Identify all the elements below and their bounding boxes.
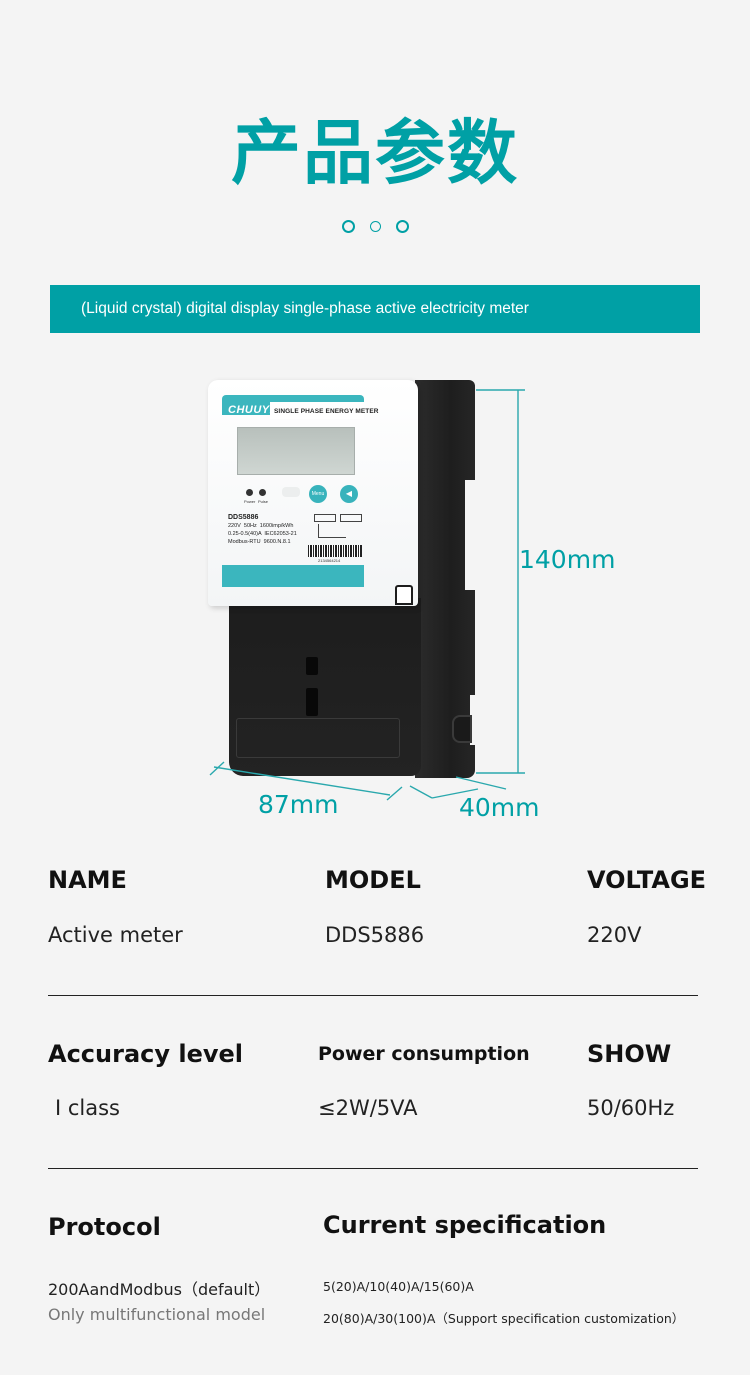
spec-value-name: Active meter (48, 923, 183, 947)
din-rail-clip (452, 715, 472, 743)
spec-value-show: 50/60Hz (587, 1096, 675, 1120)
barcode-number: 2134564214 (318, 558, 341, 563)
led-label: Pulse (258, 499, 269, 504)
spec-label-current: Current specification (323, 1211, 607, 1239)
spec-label-show: SHOW (587, 1040, 672, 1068)
led-label: Power (244, 499, 256, 504)
decorative-dots (0, 220, 750, 233)
spec-value-voltage: 220V (587, 923, 642, 947)
circle-icon (395, 220, 409, 233)
seal-slot (306, 657, 318, 675)
spec-label-accuracy: Accuracy level (48, 1040, 244, 1068)
spec-label-name: NAME (48, 866, 127, 894)
meter-footer-band (222, 565, 364, 587)
barcode (308, 545, 362, 557)
protocol-line-2: Only multifunctional model (48, 1305, 266, 1324)
current-line-1: 5(20)A/10(40)A/15(60)A (323, 1279, 474, 1294)
page-title: 产品参数 (231, 112, 519, 194)
spec-value-power: ≤2W/5VA (318, 1096, 418, 1120)
current-line-2: 20(80)A/30(100)A（Support specification c… (323, 1311, 685, 1326)
ir-window (282, 487, 300, 497)
terminal-label-area (236, 718, 400, 758)
wiring-diagram-icon (314, 514, 336, 522)
dimension-lines (209, 389, 525, 801)
depth-dimension: 40mm (459, 793, 540, 822)
spec-label-voltage: VOLTAGE (587, 866, 707, 894)
lcd-display (237, 427, 355, 475)
nameplate-model: DDS5886 (228, 514, 259, 521)
meter-terminal-cover (229, 598, 421, 776)
spec-label-power: Power consumption (318, 1043, 530, 1065)
spec-value-model: DDS5886 (325, 923, 425, 947)
spec-label-protocol: Protocol (48, 1213, 161, 1241)
circuit-diagram-icon (318, 524, 346, 538)
meter-title: SINGLE PHASE ENERGY METER (274, 408, 379, 415)
divider (48, 1168, 698, 1169)
power-led-icon (246, 489, 253, 496)
menu-button: Menu (309, 485, 327, 503)
side-clip-notch (470, 695, 478, 745)
product-banner: (Liquid crystal) digital display single-… (50, 285, 700, 333)
nameplate-text: DDS5886 220V 50Hz 1600imp/kWh 0.25-0.5(4… (228, 514, 297, 545)
seal-slot (306, 688, 318, 716)
brand-logo: CHUUYI (228, 404, 274, 416)
circle-small-icon (369, 221, 381, 232)
terminal-diagram-icon (340, 514, 362, 522)
spec-value-accuracy: I class (55, 1096, 120, 1120)
protocol-line-1: 200AandModbus（default） (48, 1280, 271, 1299)
back-button-icon: ◀ (340, 485, 358, 503)
pulse-led-icon (259, 489, 266, 496)
spec-label-model: MODEL (325, 866, 421, 894)
cover-clip (395, 585, 413, 605)
height-dimension: 140mm (519, 545, 616, 574)
circle-icon (341, 220, 355, 233)
divider (48, 995, 698, 996)
width-dimension: 87mm (258, 790, 339, 819)
side-rail-notch (465, 480, 477, 590)
